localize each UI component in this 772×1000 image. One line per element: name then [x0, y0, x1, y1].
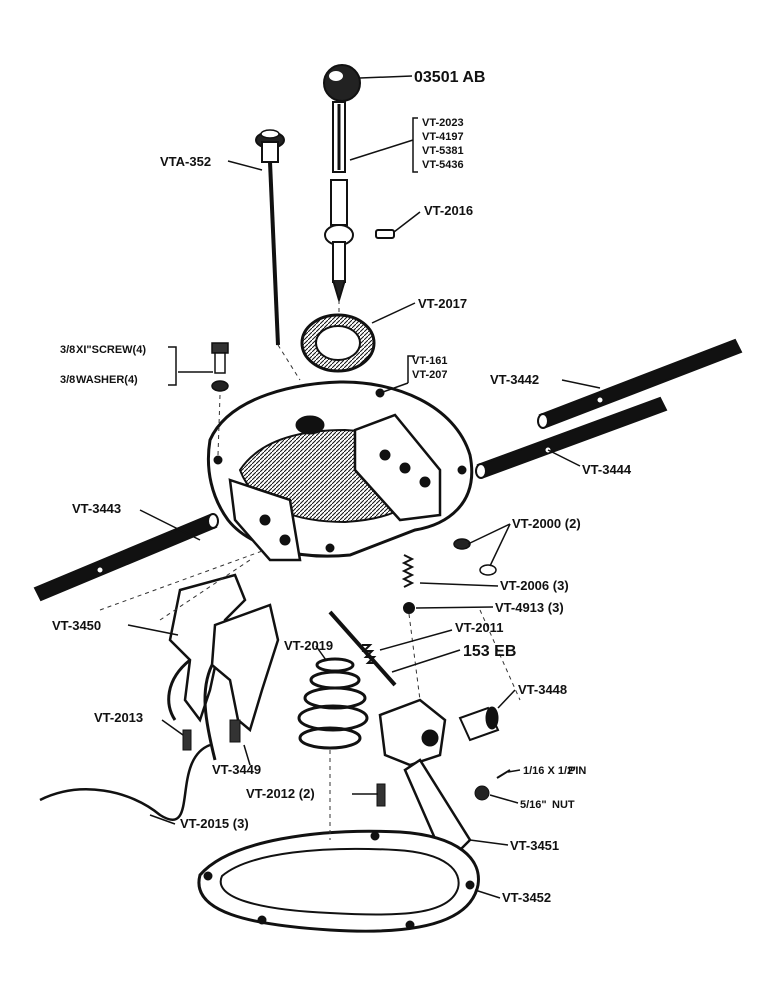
label-washer-fraction: 3/8: [60, 374, 75, 386]
cover-screw: [211, 342, 229, 392]
label-vt2023: VT-2023: [422, 117, 464, 129]
label-vt4197: VT-4197: [422, 131, 464, 143]
label-vt2015: VT-2015 (3): [180, 816, 249, 831]
shift-fork-vt3449: [203, 603, 280, 761]
label-vt2011: VT-2011: [455, 620, 503, 635]
label-vt3444: VT-3444: [582, 462, 632, 477]
spring-vt2019: [297, 657, 369, 750]
label-vt2019: VT-2019: [284, 638, 333, 653]
reverse-lever: [378, 698, 472, 857]
lever-bearing: [300, 313, 376, 373]
label-vt3452: VT-3452: [502, 890, 551, 905]
label-nut-fraction: 5/16": [520, 799, 547, 811]
label-vt2000: VT-2000 (2): [512, 516, 581, 531]
label-vt4913: VT-4913 (3): [495, 600, 564, 615]
label-vt3450: VT-3450: [52, 618, 101, 633]
dipstick: [255, 129, 285, 346]
cover-gasket: [197, 829, 480, 933]
label-vt3443: VT-3443: [72, 501, 121, 516]
label-vt2006: VT-2006 (3): [500, 578, 569, 593]
label-vt3448: VT-3448: [518, 682, 567, 697]
poppet-spring: [401, 554, 415, 614]
label-vt5381: VT-5381: [422, 145, 464, 157]
label-screw-fraction: 3/8: [60, 344, 75, 356]
label-vt2016: VT-2016: [424, 203, 473, 218]
shift-rail-vt3443: [33, 513, 219, 602]
reverse-shaft-vt3448: [458, 706, 500, 742]
leader-lines: [127, 75, 601, 899]
lock-wire: [39, 743, 211, 822]
assembly-lines: [99, 300, 521, 840]
shift-cover-housing: [206, 380, 474, 562]
label-pin-fraction: 1/16 X 1/2": [523, 765, 578, 777]
label-03501ab: 03501 AB: [414, 69, 485, 86]
detent-plunger: [453, 538, 497, 576]
label-vt2013: VT-2013: [94, 710, 143, 725]
plunger-vt2011: [328, 610, 397, 687]
shift-knob: [323, 64, 361, 102]
shift-lever: [324, 101, 354, 304]
label-vt207: VT-207: [412, 369, 447, 381]
label-screw: XI"SCREW(4): [76, 344, 146, 356]
label-vt161: VT-161: [412, 355, 447, 367]
shift-rail-vt3442: [537, 338, 743, 429]
label-vt2017: VT-2017: [418, 296, 467, 311]
label-washer: WASHER(4): [76, 374, 138, 386]
label-vt2012: VT-2012 (2): [246, 786, 315, 801]
label-vt3451: VT-3451: [510, 838, 559, 853]
setscrew-vt2013: [182, 729, 192, 751]
lever-pin: [375, 229, 395, 239]
part-labels: 03501 AB VT-2023 VT-4197 VT-5381 VT-5436…: [52, 69, 632, 905]
label-vt3442: VT-3442: [490, 372, 539, 387]
label-pin: PIN: [568, 765, 586, 777]
label-vt3449: VT-3449: [212, 762, 261, 777]
pin-1-16: [496, 769, 511, 779]
label-nut: NUT: [552, 799, 575, 811]
label-vta352: VTA-352: [160, 154, 211, 169]
screw-vt2012: [376, 783, 386, 807]
nut-5-16: [474, 785, 490, 801]
label-153eb: 153 EB: [463, 643, 516, 660]
label-vt5436: VT-5436: [422, 159, 464, 171]
